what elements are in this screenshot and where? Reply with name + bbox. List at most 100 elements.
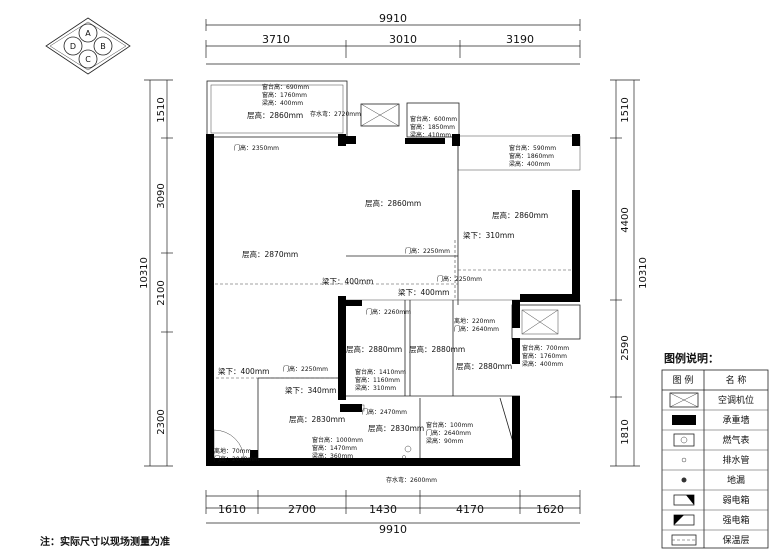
- left-dimensions: 1510 3090 2100 2300 10310: [139, 79, 173, 467]
- bath-window-1: 窗台高：700mm: [522, 344, 569, 352]
- beam-400-a: 梁下：400mm: [322, 277, 373, 286]
- door-2250-a: 门高：2250mm: [405, 247, 450, 255]
- legend-header-name: 名 称: [726, 374, 747, 386]
- entry-2: 门高：2040mm: [214, 455, 259, 463]
- room-labels: 窗台高：690mm 窗高：1760mm 梁高：400mm 层高：2860mm 存…: [214, 83, 569, 484]
- dim-right-1: 1510: [620, 97, 631, 122]
- dim-right-3: 2590: [620, 335, 631, 360]
- low-right-2: 门高：2640mm: [426, 429, 471, 437]
- legend-name-1: 空调机位: [718, 394, 754, 406]
- low-window-1: 窗台高：1000mm: [312, 436, 363, 444]
- dim-top-total: 9910: [379, 12, 407, 25]
- load-bearing-walls: [206, 134, 580, 466]
- legend-name-8: 保温层: [722, 534, 749, 546]
- dim-right-4: 1810: [620, 419, 631, 444]
- balcony-window-1: 窗台高：690mm: [262, 83, 309, 91]
- dim-top-2: 3010: [389, 33, 417, 46]
- water-bottom: 存水弯：2600mm: [386, 476, 437, 484]
- load-wall-icon: [672, 415, 696, 425]
- dim-bottom-3: 1430: [369, 503, 397, 516]
- mid-window-3: 梁高：310mm: [355, 384, 396, 392]
- right-dimensions: 1510 4400 2590 1810 10310: [610, 79, 649, 467]
- small-window-2: 窗高：1850mm: [410, 123, 455, 131]
- height-2830-a: 层高：2830mm: [289, 414, 345, 424]
- dim-right-2: 4400: [620, 207, 631, 232]
- dim-top-1: 3710: [262, 33, 290, 46]
- door-2250-b: 门高：2250mm: [437, 275, 482, 283]
- low-right-3: 梁高：90mm: [426, 437, 463, 445]
- drain-pipe-icon: [681, 457, 687, 463]
- low-right-1: 窗台高：100mm: [426, 421, 473, 429]
- strong-box-icon: [673, 514, 695, 526]
- dim-left-1: 1510: [156, 97, 167, 122]
- br2-window-1: 窗台高：590mm: [509, 144, 556, 152]
- compass-a: A: [85, 29, 91, 38]
- door-2260: 门高：2260mm: [366, 308, 411, 316]
- legend-name-5: 地漏: [727, 474, 745, 486]
- water-top: 存水弯：2720mm: [310, 110, 361, 118]
- weak-box-icon: [673, 494, 695, 506]
- legend-name-4: 排水管: [722, 454, 749, 466]
- small-window-3: 梁高：410mm: [410, 131, 451, 139]
- br2-window-2: 窗高：1860mm: [509, 152, 554, 160]
- dim-bottom-2: 2700: [288, 503, 316, 516]
- kitchen-2: 门高：2640mm: [454, 325, 499, 333]
- legend-title: 图例说明：: [664, 352, 719, 365]
- insulation-icon: [671, 534, 697, 546]
- door-2470: 门高：2470mm: [362, 408, 407, 416]
- height-2880-c: 层高：2880mm: [456, 361, 512, 371]
- low-window-2: 窗高：1470mm: [312, 444, 357, 452]
- mid-window-2: 窗高：1160mm: [355, 376, 400, 384]
- legend-name-3: 燃气表: [722, 434, 749, 446]
- legend-table: 图 例 名 称 空调机位 承重墙 燃气表 排水管 地漏: [661, 369, 769, 549]
- bottom-dimensions: 1610 2700 1430 4170 1620 9910: [205, 490, 581, 536]
- dim-bottom-4: 4170: [456, 503, 484, 516]
- dim-right-total: 10310: [638, 257, 649, 289]
- compass-icon: A B C D: [45, 17, 131, 75]
- bath-window-3: 梁高：400mm: [522, 360, 563, 368]
- thin-walls: [206, 80, 581, 467]
- height-2830-b: 层高：2830mm: [368, 423, 424, 433]
- measurement-note: 注：实际尺寸以现场测量为准: [40, 537, 170, 548]
- balcony-window-2: 窗高：1760mm: [262, 91, 307, 99]
- bedroom2-height: 层高：2860mm: [492, 210, 548, 220]
- dim-left-4: 2300: [156, 409, 167, 434]
- living-door: 门高：2350mm: [234, 144, 279, 152]
- dim-bottom-1: 1610: [218, 503, 246, 516]
- ac-icon: [669, 392, 699, 408]
- mid-window-1: 窗台高：1410mm: [355, 368, 406, 376]
- beam-400-b: 梁下：400mm: [398, 288, 449, 297]
- dim-bottom-5: 1620: [536, 503, 564, 516]
- legend-name-6: 弱电箱: [722, 494, 749, 506]
- legend-name-2: 承重墙: [722, 414, 749, 426]
- compass-b: B: [100, 42, 106, 51]
- beam-310: 梁下：310mm: [463, 231, 514, 240]
- living-height: 层高：2870mm: [242, 249, 298, 259]
- bath-window-2: 窗高：1760mm: [522, 352, 567, 360]
- dim-top-3: 3190: [506, 33, 534, 46]
- floor-drain-icon: [681, 477, 687, 483]
- height-2880-b: 层高：2880mm: [409, 344, 465, 354]
- dim-left-2: 3090: [156, 183, 167, 208]
- dim-left-3: 2100: [156, 280, 167, 305]
- balcony-height: 层高：2860mm: [247, 110, 303, 120]
- balcony-window-3: 梁高：400mm: [262, 99, 303, 107]
- small-window-1: 窗台高：600mm: [410, 115, 457, 123]
- top-dimensions: 9910 3710 3010 3190: [205, 12, 581, 65]
- legend-name-7: 强电箱: [722, 514, 749, 526]
- compass-d: D: [70, 42, 76, 51]
- legend-header-icon: 图 例: [673, 374, 694, 386]
- height-2880-a: 层高：2880mm: [346, 344, 402, 354]
- low-window-3: 梁高：360mm: [312, 452, 353, 460]
- dim-left-total: 10310: [139, 257, 150, 289]
- bedroom1-height: 层高：2860mm: [365, 198, 421, 208]
- br2-window-3: 梁高：400mm: [509, 160, 550, 168]
- entry-1: 离地：70mm: [214, 447, 251, 455]
- compass-c: C: [85, 55, 91, 64]
- door-2250-c: 门高：2250mm: [283, 365, 328, 373]
- kitchen-1: 离地：220mm: [454, 317, 495, 325]
- beam-340: 梁下：340mm: [285, 386, 336, 395]
- gas-meter-icon: [673, 433, 695, 447]
- beam-400-c: 梁下：400mm: [218, 367, 269, 376]
